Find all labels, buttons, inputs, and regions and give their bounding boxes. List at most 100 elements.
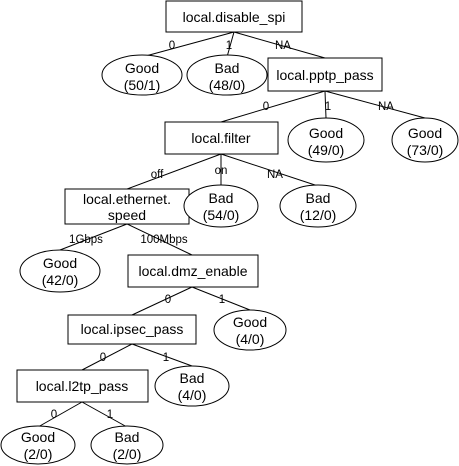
leaf-node-l2tp-0: Good (2/0) bbox=[0, 425, 76, 465]
edge-filter-na bbox=[220, 153, 319, 187]
leaf-class-label: Good bbox=[125, 60, 159, 76]
leaf-oval bbox=[101, 54, 183, 96]
edge-label-ipsec-0: 0 bbox=[100, 352, 106, 364]
leaf-class-label: Bad bbox=[180, 370, 205, 386]
decision-node-ethernet-speed: local.ethernet. speed bbox=[64, 188, 190, 225]
edge-label-dmz-0: 0 bbox=[165, 294, 171, 306]
edge-label-filter-off: off bbox=[151, 169, 164, 181]
edge-label-spi-0: 0 bbox=[169, 40, 175, 52]
leaf-class-label: Good bbox=[233, 314, 267, 330]
leaf-count-label: (4/0) bbox=[236, 331, 265, 347]
edge-pptp-1 bbox=[324, 90, 327, 119]
edge-label-spi-na: NA bbox=[275, 40, 291, 52]
leaf-oval bbox=[213, 309, 287, 351]
leaf-count-label: (73/0) bbox=[407, 142, 444, 158]
edge-speed-100mbps bbox=[126, 223, 193, 256]
leaf-node-l2tp-1: Bad (2/0) bbox=[90, 425, 164, 465]
decision-label-line-1: local.ethernet. bbox=[83, 191, 171, 207]
edge-label-filter-na: NA bbox=[267, 169, 283, 181]
decision-box bbox=[16, 369, 149, 403]
leaf-node-spi-1: Bad (48/0) bbox=[186, 54, 268, 96]
edge-ipsec-1 bbox=[131, 343, 193, 367]
edge-dmz-1 bbox=[191, 286, 251, 311]
leaf-oval bbox=[287, 117, 365, 163]
leaf-class-label: Good bbox=[309, 125, 343, 141]
leaf-count-label: (4/0) bbox=[178, 387, 207, 403]
edge-disable-spi-0 bbox=[141, 31, 235, 58]
edge-disable-spi-na bbox=[233, 31, 326, 59]
decision-label: local.ipsec_pass bbox=[81, 321, 184, 337]
edge-l2tp-1 bbox=[81, 401, 128, 428]
leaf-class-label: Bad bbox=[306, 190, 331, 206]
leaf-oval bbox=[90, 425, 164, 465]
leaf-count-label: (54/0) bbox=[203, 207, 240, 223]
decision-node-filter: local.filter bbox=[164, 121, 279, 155]
leaf-node-speed-1gbps: Good (42/0) bbox=[19, 249, 101, 293]
edge-filter-off bbox=[126, 153, 222, 190]
edge-label-l2tp-0: 0 bbox=[51, 409, 57, 421]
leaf-oval bbox=[19, 249, 101, 293]
leaf-class-label: Bad bbox=[209, 190, 234, 206]
leaf-oval bbox=[186, 54, 268, 96]
leaf-oval bbox=[391, 117, 459, 163]
leaf-count-label: (50/1) bbox=[124, 77, 161, 93]
decision-label: local.l2tp_pass bbox=[36, 378, 129, 394]
leaf-class-label: Good bbox=[408, 125, 442, 141]
edge-disable-spi-1 bbox=[226, 31, 235, 58]
edge-label-spi-1: 1 bbox=[226, 40, 232, 52]
leaf-class-label: Good bbox=[43, 255, 77, 271]
leaf-oval bbox=[0, 425, 76, 465]
decision-node-dmz-enable: local.dmz_enable bbox=[127, 254, 259, 288]
edge-l2tp-0 bbox=[37, 401, 83, 428]
decision-box bbox=[164, 121, 279, 155]
leaf-node-spi-0: Good (50/1) bbox=[101, 54, 183, 96]
leaf-class-label: Bad bbox=[115, 429, 140, 445]
leaf-node-pptp-1: Good (49/0) bbox=[287, 117, 365, 163]
edge-label-pptp-na: NA bbox=[378, 101, 394, 113]
decision-label: local.dmz_enable bbox=[139, 263, 248, 279]
edge-pptp-na bbox=[324, 90, 426, 119]
edge-label-pptp-1: 1 bbox=[325, 101, 331, 113]
leaf-count-label: (48/0) bbox=[209, 77, 246, 93]
leaf-oval bbox=[279, 184, 357, 228]
decision-node-pptp-pass: local.pptp_pass bbox=[267, 57, 383, 92]
leaf-node-filter-on: Bad (54/0) bbox=[183, 184, 259, 228]
decision-node-ipsec-pass: local.ipsec_pass bbox=[67, 314, 197, 345]
decision-box bbox=[165, 0, 303, 33]
edge-label-l2tp-1: 1 bbox=[107, 409, 113, 421]
leaf-node-ipsec-1: Bad (4/0) bbox=[154, 365, 230, 407]
decision-node-disable-spi: local.disable_spi bbox=[165, 0, 303, 33]
edge-label-speed-100mbps: 100Mbps bbox=[140, 234, 188, 246]
leaf-node-pptp-na: Good (73/0) bbox=[391, 117, 459, 163]
leaf-count-label: (2/0) bbox=[113, 446, 142, 462]
decision-label: local.filter bbox=[191, 130, 250, 146]
edge-dmz-0 bbox=[131, 286, 193, 316]
decision-box bbox=[127, 254, 259, 288]
leaf-count-label: (49/0) bbox=[308, 142, 345, 158]
leaf-count-label: (42/0) bbox=[42, 272, 79, 288]
leaf-node-dmz-1: Good (4/0) bbox=[213, 309, 287, 351]
leaf-class-label: Good bbox=[21, 429, 55, 445]
decision-label-line-2: speed bbox=[108, 207, 146, 223]
decision-box bbox=[67, 314, 197, 345]
edge-label-dmz-1: 1 bbox=[219, 294, 225, 306]
edge-label-speed-1gbps: 1Gbps bbox=[69, 234, 103, 246]
leaf-oval bbox=[154, 365, 230, 407]
leaf-count-label: (2/0) bbox=[24, 446, 53, 462]
edge-labels: 0 1 NA 0 1 NA off on NA 1Gbps 100Mbps 0 … bbox=[51, 40, 395, 421]
edge-label-filter-on: on bbox=[215, 165, 228, 177]
decision-label: local.pptp_pass bbox=[276, 67, 373, 83]
decision-box bbox=[267, 57, 383, 92]
edge-pptp-0 bbox=[220, 90, 326, 123]
leaf-class-label: Bad bbox=[215, 60, 240, 76]
decision-label: local.disable_spi bbox=[183, 9, 286, 25]
edge-speed-1gbps bbox=[59, 223, 128, 251]
decision-node-l2tp-pass: local.l2tp_pass bbox=[16, 369, 149, 403]
leaf-oval bbox=[183, 184, 259, 228]
tree-edges bbox=[37, 31, 426, 428]
edge-label-pptp-0: 0 bbox=[263, 101, 269, 113]
leaf-count-label: (12/0) bbox=[300, 207, 337, 223]
leaf-node-filter-na: Bad (12/0) bbox=[279, 184, 357, 228]
edge-ipsec-0 bbox=[81, 343, 133, 371]
